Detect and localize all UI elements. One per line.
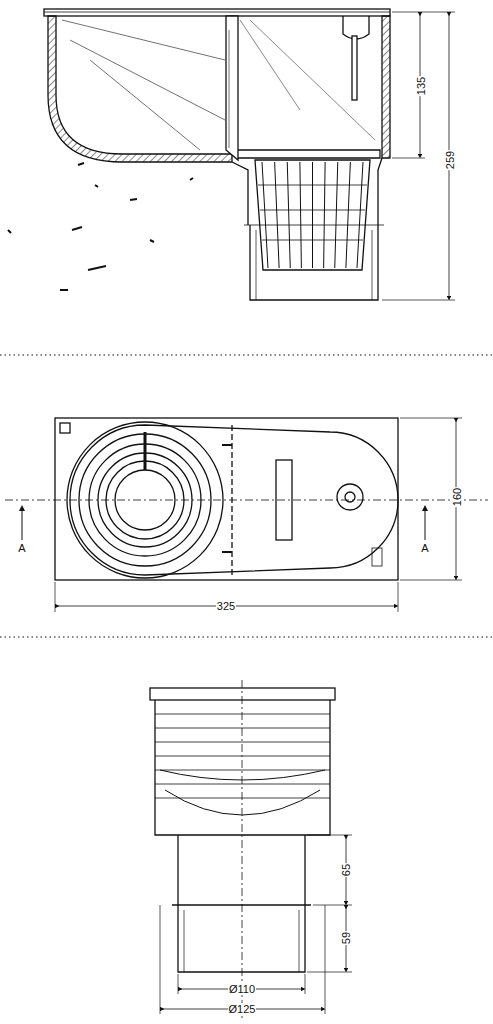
section-mark: A [17,542,26,554]
section-mark: A [420,542,429,554]
dimension: 160 [451,487,463,507]
dimension: 65 [340,863,352,877]
dimension: 325 [216,600,236,612]
dimension: Ø110 [228,983,256,995]
dimension: Ø125 [228,1003,257,1015]
dimension: 135 [415,76,427,96]
dimension: 59 [340,931,352,945]
dimension: 259 [444,150,456,170]
